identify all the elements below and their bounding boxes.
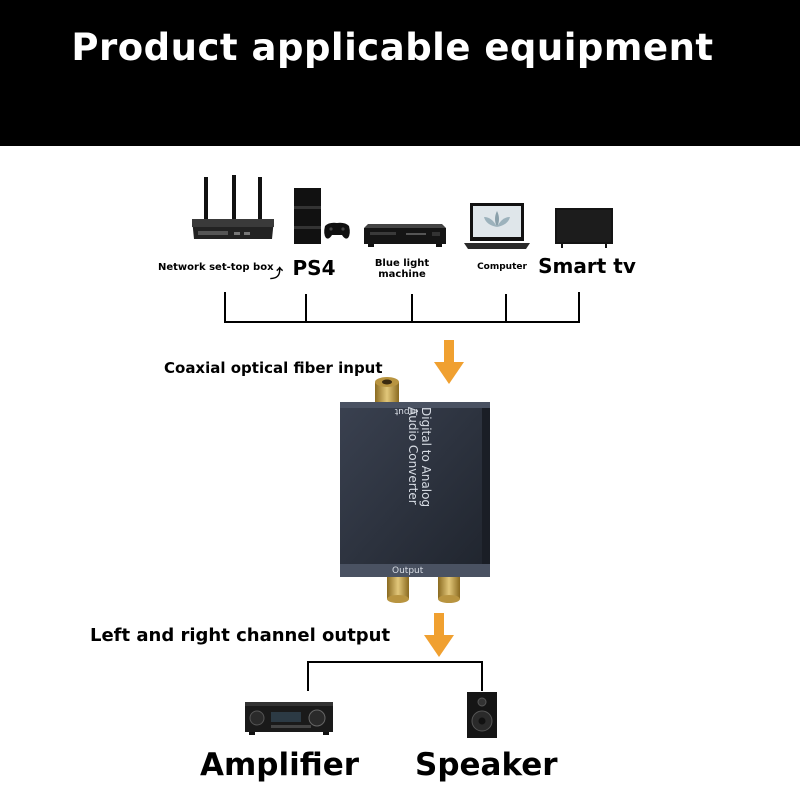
output-caption: Left and right channel output [90,625,391,646]
connector-line-drop [307,661,309,691]
connector-line-drop [578,292,580,323]
converter-face-text: Digital to Analog Audio Converter [406,407,433,508]
converter-input-label: Input [394,406,418,416]
connector-line-horizontal [224,321,580,323]
header-banner: Product applicable equipment [0,0,800,146]
connector-line-drop [224,292,226,323]
device-label-computer: Computer [477,262,527,272]
input-arrow-icon [434,340,464,384]
device-label-network-set-top-box: Network set-top box [158,262,274,273]
speaker-icon [467,692,497,738]
converter-output-label: Output [392,566,424,576]
connector-line-drop [411,294,413,323]
converter-face-line2: Audio Converter [406,407,420,505]
converter-face-line1: Digital to Analog [419,407,433,508]
router-icon [188,175,278,245]
output-label-speaker: Speaker [415,747,558,783]
connector-line-drop [505,294,507,323]
banner-title: Product applicable equipment [71,26,714,69]
connector-line-horizontal [307,661,483,663]
converter-device [330,368,500,613]
tv-icon [555,208,613,248]
game-console-icon [291,188,351,246]
input-caption: Coaxial optical fiber input [164,359,383,377]
output-arrow-icon [424,613,454,657]
device-label-blue-light-machine: Blue light machine [374,258,430,280]
connector-line-drop [305,294,307,323]
cursor-mark-icon: ⤴ [270,267,284,282]
output-label-amplifier: Amplifier [200,747,360,783]
laptop-icon [464,203,530,251]
device-label-smart-tv: Smart tv [538,254,636,278]
device-label-ps4: PS4 [292,256,336,280]
amplifier-icon [245,700,333,736]
blu-ray-player-icon [362,222,448,250]
connector-line-drop [481,661,483,691]
